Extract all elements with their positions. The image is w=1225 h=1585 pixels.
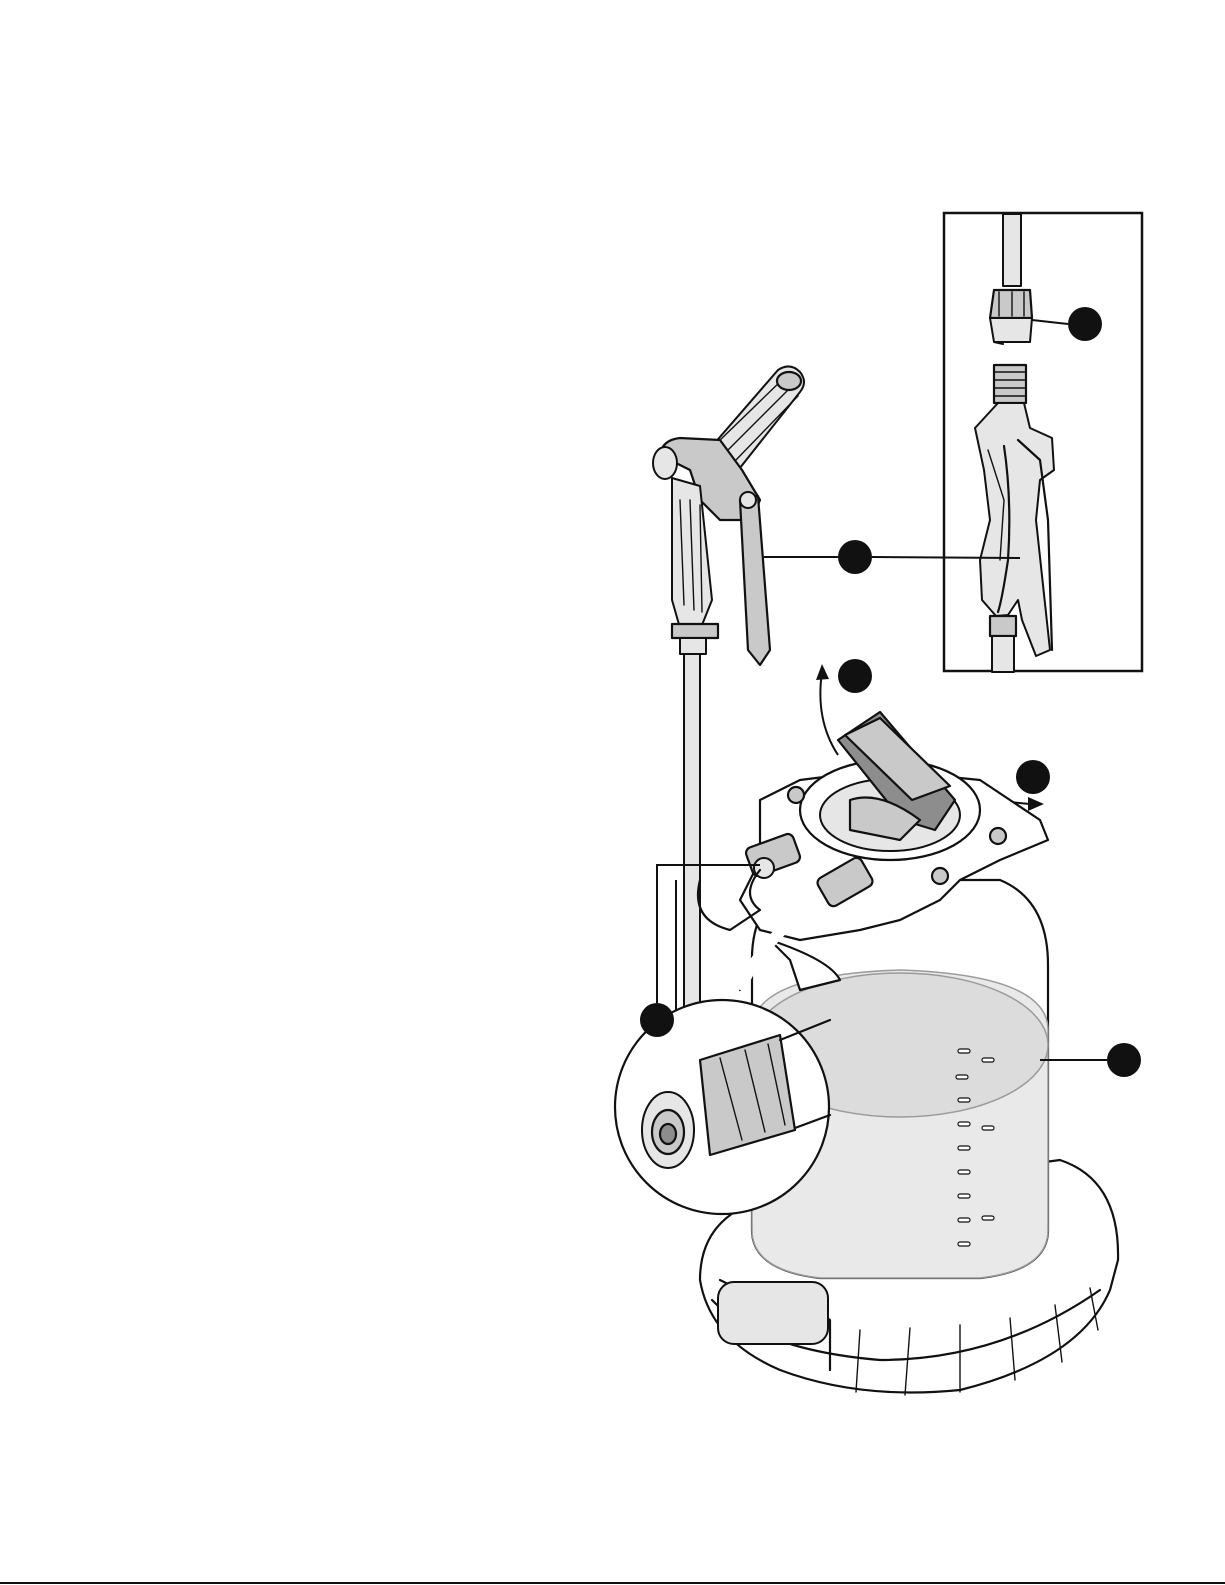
callout-pump-handle-turn bbox=[1016, 760, 1050, 794]
callout-wand-handle bbox=[838, 540, 872, 574]
callout-hose-connector bbox=[640, 1003, 674, 1037]
inset-coupling-detail bbox=[944, 213, 1142, 672]
callout-inset-coupling bbox=[1068, 307, 1102, 341]
page-bottom-rule bbox=[0, 1582, 1225, 1584]
callout-tank-fill-level bbox=[1107, 1043, 1141, 1077]
callout-pump-handle-lift bbox=[838, 659, 872, 693]
